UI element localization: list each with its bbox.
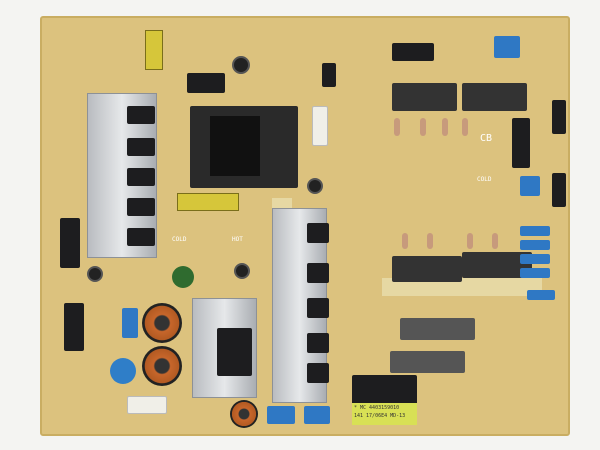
mosfet	[307, 263, 329, 283]
jumper-header	[322, 63, 336, 87]
mosfet	[127, 198, 155, 216]
electrolytic-capacitor	[187, 73, 225, 93]
electrolytic-capacitor	[512, 118, 530, 168]
blue-capacitor	[520, 268, 550, 278]
film-capacitor	[177, 193, 239, 211]
blue-capacitor	[520, 226, 550, 236]
silkscreen-cold: COLD	[477, 176, 492, 183]
mosfet	[127, 228, 155, 246]
connector	[552, 173, 566, 207]
blue-capacitor	[520, 254, 550, 264]
resistor	[394, 118, 400, 136]
output-transformer	[392, 83, 457, 111]
resistor	[427, 233, 433, 249]
mosfet	[307, 363, 329, 383]
inductor-coil	[230, 400, 258, 428]
film-capacitor	[145, 30, 163, 70]
resistor	[402, 233, 408, 249]
power-supply-board: * MC 4403159010 141 17/06E4 MD-13 CB COL…	[40, 16, 570, 436]
capacitor	[87, 266, 103, 282]
electrolytic-capacitor	[392, 43, 434, 61]
label-line: * MC 4403159010	[354, 405, 400, 411]
silkscreen-cb: CB	[480, 133, 493, 144]
capacitor	[307, 178, 323, 194]
resistor	[492, 233, 498, 249]
transformer-label: * MC 4403159010 141 17/06E4 MD-13	[352, 403, 417, 425]
transformer-core	[210, 116, 260, 176]
y-capacitor	[110, 358, 136, 384]
silkscreen-hot: HOT	[232, 236, 243, 243]
electrolytic-capacitor	[390, 351, 465, 373]
connector	[60, 218, 80, 268]
silkscreen-cold: COLD	[172, 236, 187, 243]
blue-capacitor	[267, 406, 295, 424]
standby-transformer	[352, 375, 417, 405]
white-resistor	[312, 106, 328, 146]
mosfet	[307, 298, 329, 318]
mosfet	[127, 168, 155, 186]
varistor	[172, 266, 194, 288]
blue-capacitor	[520, 240, 550, 250]
inductor-coil	[142, 346, 182, 386]
blue-capacitor	[520, 176, 540, 196]
blue-capacitor	[527, 290, 555, 300]
resistor	[442, 118, 448, 136]
blue-capacitor	[304, 406, 330, 424]
blue-capacitor	[122, 308, 138, 338]
bridge-rectifier	[217, 328, 252, 376]
mosfet	[127, 106, 155, 124]
label-line: 141 17/06E4 MD-13	[354, 413, 406, 419]
resistor	[462, 118, 468, 136]
connector	[64, 303, 84, 351]
capacitor	[234, 263, 250, 279]
output-transformer	[392, 256, 462, 282]
trace-band	[382, 278, 542, 296]
inductor-coil	[142, 303, 182, 343]
blue-capacitor	[494, 36, 520, 58]
resistor	[420, 118, 426, 136]
mosfet	[127, 138, 155, 156]
capacitor	[232, 56, 250, 74]
connector	[127, 396, 167, 414]
connector	[552, 100, 566, 134]
output-transformer	[462, 83, 527, 111]
mosfet	[307, 223, 329, 243]
resistor	[467, 233, 473, 249]
electrolytic-capacitor	[400, 318, 475, 340]
mosfet	[307, 333, 329, 353]
